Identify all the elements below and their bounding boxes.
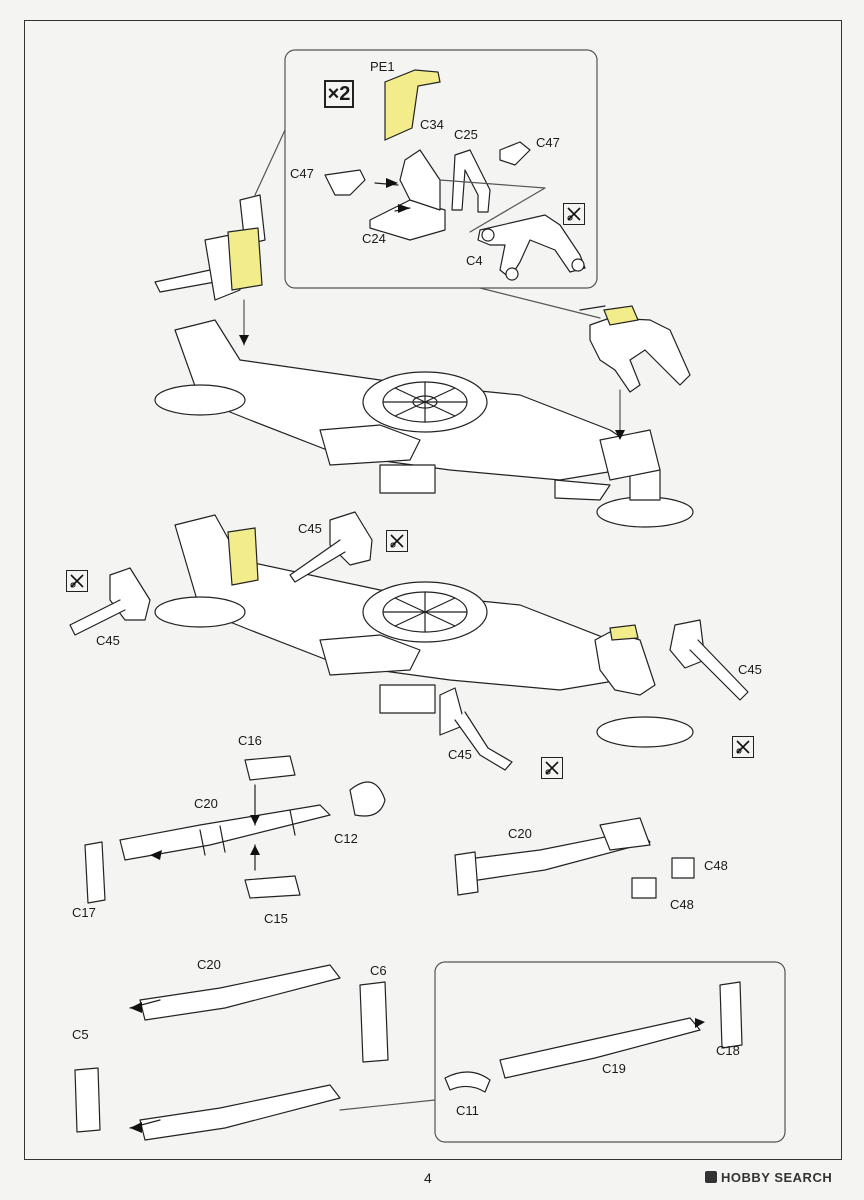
part-label-c17: C17 [72, 905, 96, 920]
part-label-c48-top: C48 [704, 858, 728, 873]
part-label-c47-right: C47 [536, 135, 560, 150]
part-label-c45-bottom: C45 [448, 747, 472, 762]
hobby-search-logo-icon [705, 1171, 717, 1183]
part-label-c5: C5 [72, 1027, 89, 1042]
quantity-multiplier-badge: ×2 [324, 80, 354, 108]
part-label-c20-step3: C20 [194, 796, 218, 811]
watermark-text: HOBBY SEARCH [721, 1170, 833, 1185]
page-border [24, 20, 842, 1160]
no-cut-icon [563, 203, 585, 225]
part-label-c24: C24 [362, 231, 386, 246]
part-label-pe1: PE1 [370, 59, 395, 74]
part-label-c15: C15 [264, 911, 288, 926]
part-label-c45-top: C45 [298, 521, 322, 536]
part-label-c6: C6 [370, 963, 387, 978]
watermark: HOBBY SEARCH [705, 1170, 832, 1185]
part-label-c25: C25 [454, 127, 478, 142]
part-label-c47-left: C47 [290, 166, 314, 181]
part-label-c12: C12 [334, 831, 358, 846]
part-label-c4: C4 [466, 253, 483, 268]
part-label-c18: C18 [716, 1043, 740, 1058]
no-cut-icon [386, 530, 408, 552]
part-label-c48-bottom: C48 [670, 897, 694, 912]
no-cut-icon [66, 570, 88, 592]
part-label-c20-step5: C20 [197, 957, 221, 972]
part-label-c16: C16 [238, 733, 262, 748]
part-label-c45-right: C45 [738, 662, 762, 677]
part-label-c19: C19 [602, 1061, 626, 1076]
page-number: 4 [424, 1170, 432, 1186]
no-cut-icon [732, 736, 754, 758]
no-cut-icon [541, 757, 563, 779]
part-label-c11: C11 [456, 1103, 479, 1118]
part-label-c20-step4: C20 [508, 826, 532, 841]
part-label-c45-left: C45 [96, 633, 120, 648]
part-label-c34: C34 [420, 117, 444, 132]
